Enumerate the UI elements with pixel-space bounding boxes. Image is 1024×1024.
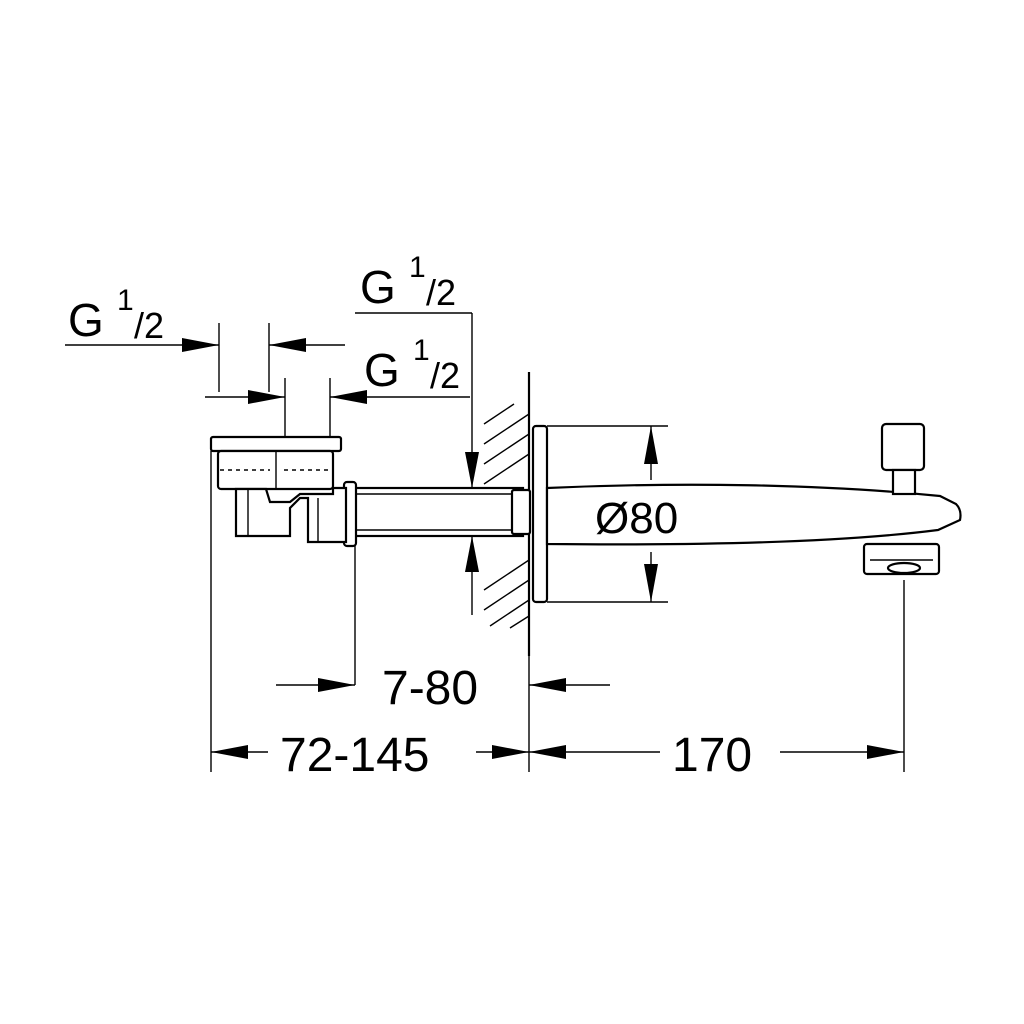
dimension-wall-thickness: 7-80: [276, 662, 610, 715]
thread-left-g: G: [68, 294, 104, 346]
install-depth-label: 72-145: [280, 729, 429, 782]
thread-top-num: 1: [409, 251, 426, 284]
connection-pipe: [342, 480, 532, 548]
thread-callout-middle: G 1 /2: [205, 334, 470, 437]
thread-mid-g: G: [364, 344, 400, 396]
thread-mid-num: 1: [413, 334, 430, 367]
concealed-body: [209, 435, 348, 544]
spout-reach-label: 170: [672, 729, 752, 782]
wall-thickness-label: 7-80: [382, 662, 478, 715]
diameter-label: Ø80: [595, 494, 678, 543]
spout: [545, 422, 962, 576]
thread-top-g: G: [360, 261, 396, 313]
dimension-bottom-chain: 72-145 170: [210, 451, 905, 782]
dimension-diameter: Ø80: [595, 426, 678, 602]
thread-left-den: /2: [134, 305, 164, 346]
thread-top-den: /2: [426, 272, 456, 313]
thread-mid-den: /2: [430, 355, 460, 396]
thread-left-num: 1: [117, 284, 134, 317]
thread-callout-top: G 1 /2: [355, 251, 479, 615]
thread-callout-left: G 1 /2: [65, 284, 345, 392]
wall-rosette: [531, 424, 549, 604]
